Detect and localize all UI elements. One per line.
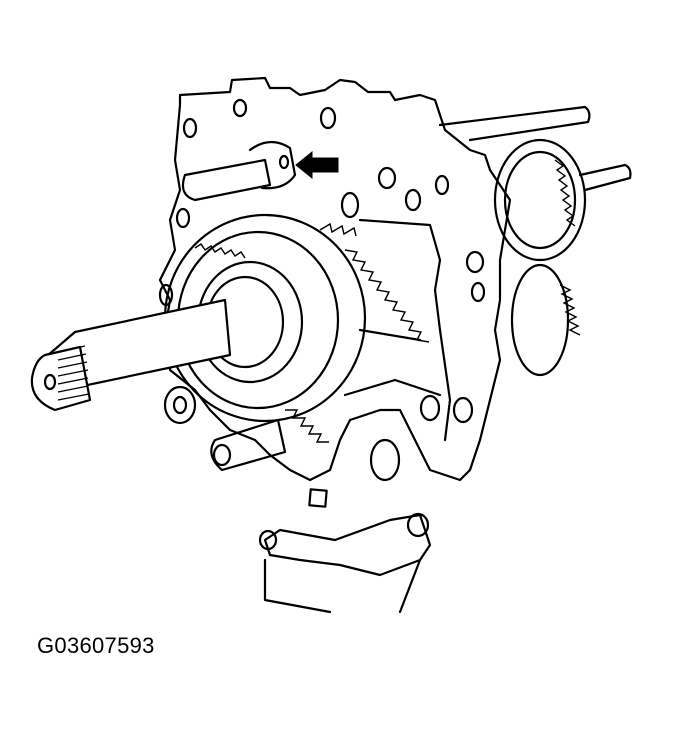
bolt-hole: [470, 281, 486, 303]
idler-hole: [172, 395, 188, 415]
shift-rod: [181, 158, 272, 202]
output-shaft-right: [578, 163, 632, 192]
bolt-hole: [232, 98, 248, 118]
callout-arrow-icon: [295, 150, 339, 180]
bolt-hole: [377, 166, 397, 190]
housing-rib: [343, 218, 452, 442]
bolt-hole: [319, 106, 337, 130]
input-shaft-splined-end: [30, 345, 92, 412]
reverse-gear-teeth: [285, 409, 329, 443]
bolt-hole: [182, 117, 198, 139]
bolt-hole: [340, 191, 360, 219]
shift-fork: [248, 140, 297, 190]
figure-caption: G03607593: [37, 633, 155, 658]
lower-boss: [369, 438, 401, 482]
casting-mark: [308, 488, 328, 508]
lower-flange: [263, 513, 432, 614]
bolt-hole: [404, 188, 422, 212]
gear-right-lower: [510, 263, 570, 377]
bolt-hole: [419, 394, 441, 422]
gear-teeth-right: [554, 159, 581, 336]
pin-hole: [278, 154, 290, 170]
idler-boss: [163, 385, 197, 425]
reverse-shaft-end: [212, 443, 232, 467]
bolt-hole: [175, 207, 191, 229]
bolt-hole: [434, 174, 450, 196]
gear-right-upper-inner: [503, 150, 577, 250]
shaft-center-hole: [43, 373, 57, 391]
main-gear-teeth: [194, 222, 430, 343]
spline-lines: [57, 345, 90, 401]
reverse-shaft: [210, 418, 287, 472]
bolt-hole: [452, 396, 474, 424]
gear-right-upper: [493, 138, 587, 262]
bolt-head: [406, 512, 430, 538]
counter-shaft: [438, 105, 591, 142]
bolt-head: [258, 529, 278, 551]
bolt-hole: [465, 250, 485, 274]
